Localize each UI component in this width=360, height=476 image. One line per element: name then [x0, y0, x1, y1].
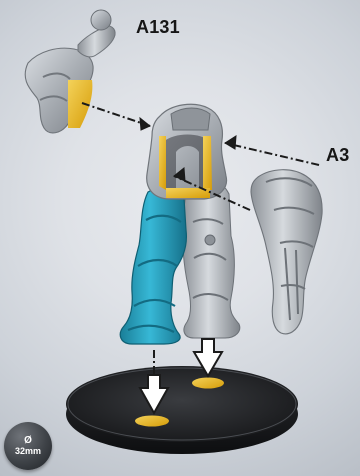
base-size-text: 32mm [15, 446, 41, 456]
torso-piece [147, 104, 227, 199]
part-label-a3: A3 [326, 146, 349, 164]
base-size-badge: Ø 32mm [4, 422, 52, 470]
round-base [66, 366, 298, 454]
part-label-a131: A131 [136, 18, 180, 36]
diameter-symbol: Ø [24, 436, 32, 446]
highlighted-leg [120, 189, 186, 344]
grey-leg [183, 176, 240, 338]
part-a3 [251, 170, 322, 334]
part-a131 [25, 10, 115, 133]
